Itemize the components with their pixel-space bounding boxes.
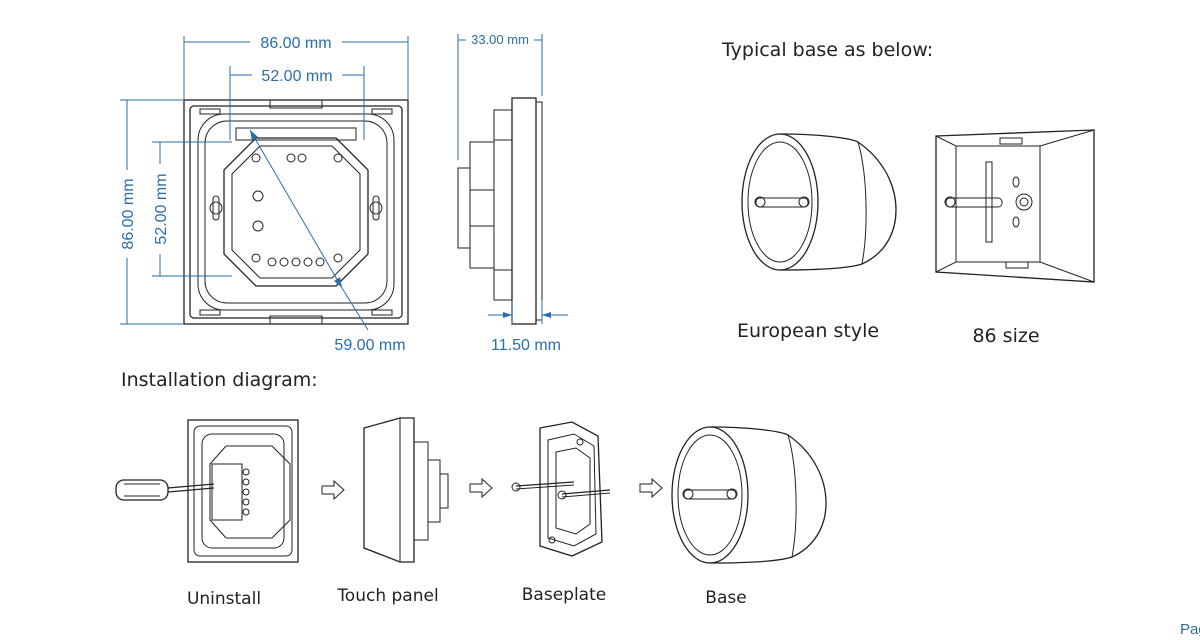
side-view-drawing [457, 97, 543, 325]
front-view-drawing [183, 99, 409, 325]
dim-diagonal: 59.00 mm [334, 337, 405, 354]
dim-panel-thickness: 11.50 mm [491, 337, 561, 354]
step-label-uninstall: Uninstall [187, 589, 261, 609]
european-style-label: European style [737, 320, 879, 342]
dim-side-depth: 33.00 mm [471, 32, 529, 47]
page-label: Pag [1180, 621, 1200, 638]
dim-front-height: 86.00 mm [120, 178, 137, 249]
installation-heading: Installation diagram: [121, 369, 318, 391]
typical-base-heading: Typical base as below: [721, 39, 933, 61]
dim-inner-width: 52.00 mm [261, 68, 332, 85]
side-dimension-lines [457, 34, 568, 324]
baseplate-drawing [511, 421, 611, 557]
size86-label: 86 size [972, 325, 1039, 347]
step-label-touch-panel: Touch panel [336, 586, 438, 606]
touch-panel-drawing [363, 417, 449, 563]
arrow-icon [639, 477, 663, 499]
step-label-base: Base [705, 588, 746, 608]
size86-base-drawing [935, 129, 1095, 283]
arrow-icon [321, 479, 345, 501]
front-dimension-lines [120, 36, 409, 331]
european-style-base-drawing [741, 133, 897, 271]
dim-inner-height: 52.00 mm [153, 173, 170, 244]
arrow-icon [469, 477, 493, 499]
dim-front-width: 86.00 mm [260, 35, 331, 52]
uninstall-drawing [115, 419, 299, 563]
base-drawing [671, 426, 827, 564]
step-label-baseplate: Baseplate [522, 585, 606, 605]
